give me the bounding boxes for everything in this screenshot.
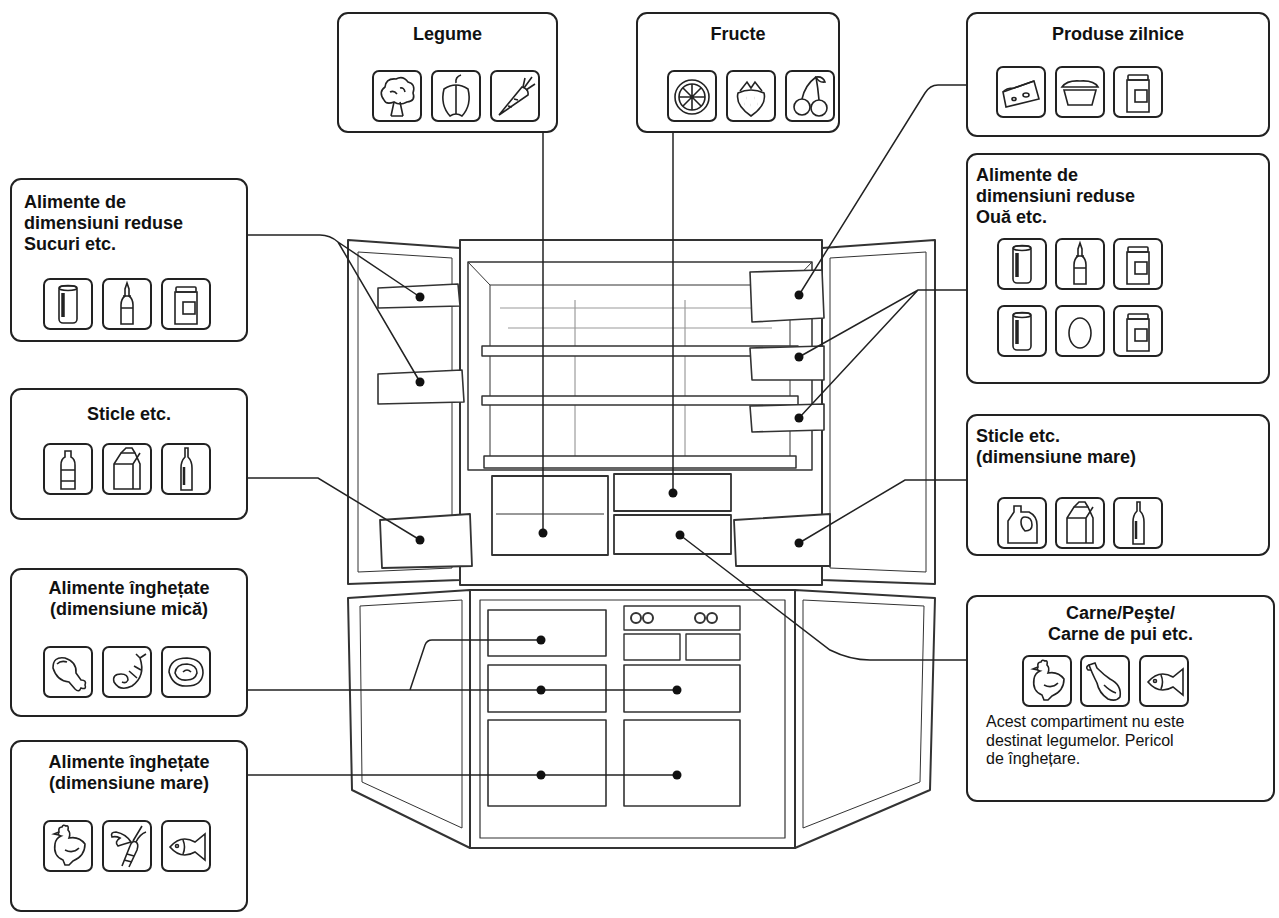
callout-heading: Sticle etc. [12, 404, 246, 425]
callout-box: Sticle etc. [10, 388, 248, 520]
callout-heading: Carne/Peşte/ Carne de pui etc. [1040, 603, 1201, 645]
callout-box: Legume [337, 12, 558, 133]
callout-box: Alimente de dimensiuni reduse Sucuri etc… [10, 178, 248, 342]
callout-box: Sticle etc. (dimensiune mare) [966, 414, 1270, 556]
callout-heading: Alimente de dimensiuni reduse Ouă etc. [976, 165, 1166, 228]
callout-box: Fructe [636, 12, 840, 133]
callout-heading: Fructe [638, 24, 838, 45]
callout-box: Produse zilnice [966, 12, 1270, 137]
callout-heading: Alimente înghețate (dimensiune mică) [12, 578, 246, 620]
callout-note: Acest compartiment nu este destinat legu… [986, 713, 1186, 769]
callout-heading: Legume [339, 24, 556, 45]
callout-box: Carne/Peşte/ Carne de pui etc. Acest comp… [966, 595, 1275, 802]
callout-box: Alimente de dimensiuni reduse Ouă etc. [966, 153, 1270, 384]
callout-heading: Sticle etc. (dimensiune mare) [976, 426, 1151, 468]
callout-heading: Alimente de dimensiuni reduse Sucuri etc… [24, 192, 214, 255]
callout-box: Alimente înghețate (dimensiune mică) [10, 568, 248, 717]
callout-heading: Alimente înghețate (dimensiune mare) [12, 752, 246, 794]
callout-box: Alimente înghețate (dimensiune mare) [10, 740, 248, 912]
callout-heading: Produse zilnice [968, 24, 1268, 45]
food-icons [44, 67, 1188, 871]
